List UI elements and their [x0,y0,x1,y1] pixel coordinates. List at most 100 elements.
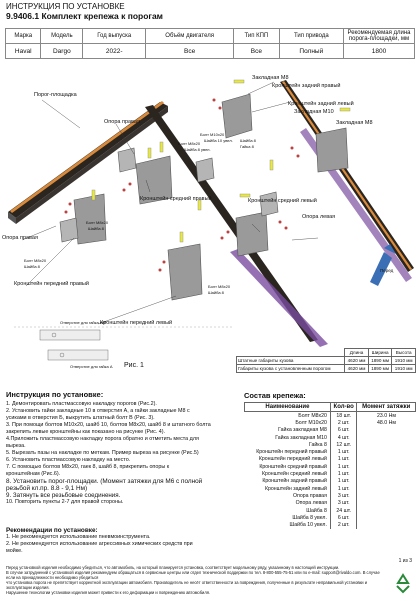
spec-val-brand: Haval [4,43,42,59]
assembly-drawing: Порог-площадка Закладная М8 Кронштейн за… [0,72,420,382]
step-8b: резьбой кл.пр. 8.8 - 9,1 Нм) [6,485,88,492]
part-qty: 1 шт. [329,448,358,456]
label-washer10: Шайба 10 увел. [204,138,233,143]
rec-2b: мойке. [6,548,23,554]
recommendations: Рекомендации по установке: 1. Не рекомен… [6,527,236,555]
figure-caption: Рис. 1 [124,362,144,369]
parts-table: Наименование Кол-во Момент затяжки Болт … [244,402,416,529]
doc-type: ИНСТРУКЦИЯ ПО УСТАНОВКЕ [6,2,125,11]
footer-line-4: Нарушение технологии установки изделия м… [6,590,211,595]
step-4: 4.Приложить пластмассовую накладку порог… [6,436,199,442]
dims-row1-width: 1890 мм [367,356,393,365]
part-name: Кронштейн передний правый [256,449,327,456]
label-kron-zad-lev: Кронштейн задний левый [288,101,354,107]
dims-row2-width: 1890 мм [367,364,393,373]
page-number: 1 из 3 [398,558,412,564]
bracket-rear-right [221,93,253,139]
part-name: Опора левая [295,500,327,507]
dims-row2-height: 1910 мм [391,364,416,373]
instructions-title: Инструкция по установке: [6,390,104,399]
footer-line-3: что установка порога не препятствует кор… [6,580,368,590]
label-kron-per-prav: Кронштейн передний правый [14,281,89,287]
part-name: Кронштейн передний левый [258,456,327,463]
spec-val-engine: Все [145,43,235,59]
dims-table: Длина Ширина Высота Штатные габариты куз… [235,348,416,373]
part-qty: 18 шт. [329,411,358,420]
spec-col-gearbox: Тип КПП [233,28,280,44]
part-qty: 12 шт. [329,441,358,449]
parts-h-name: Наименование [244,402,331,412]
doc-title: 9.9406.1 Комплект крепежа к порогам [6,11,163,21]
bracket-front-right [73,193,107,245]
part-qty: 1 шт. [329,463,358,471]
spec-col-length: Рекомендуемая длина порога-площадки, мм [343,28,415,44]
step-8: 8. Установить порог-площадки. (Момент за… [6,478,203,485]
step-4b: выреза. [6,443,26,449]
label-zakl-m8-2: Закладная М8 [336,120,373,126]
arrow-label: Перед [380,268,394,273]
bracket-mid-right [135,155,173,205]
label-zakl-m8: Закладная М8 [252,75,289,81]
parts-title: Состав крепежа: [244,391,306,400]
part-qty: 1 шт. [329,477,358,485]
parts-h-torque: Момент затяжки [356,402,416,412]
dims-row1-length: 4620 мм [344,356,369,365]
footer-disclaimer: Перед установкой изделия необходимо убед… [6,565,384,595]
part-qty: 4 шт. [329,433,358,442]
label-kron-per-lev: Кронштейн передний левый [100,320,173,326]
spec-val-year: 2022- [82,43,147,59]
part-qty: 2 шт. [329,419,358,427]
rec-1: 1. Не рекомендуется использование пневмо… [6,534,151,540]
dims-row1-height: 1910 мм [391,356,416,365]
table-row: Шайба 8 увел.6 шт. [245,514,416,522]
step-3b: закрепить левые кронштейны как показано … [6,429,166,435]
front-arrow-icon [370,244,396,286]
part-qty: 6 шт. [329,426,358,434]
part-name: Шайба 8 [306,507,327,514]
label-hole-a: Отверстие для гайка А [70,364,113,369]
part-qty: 6 шт. [329,514,358,522]
spec-col-year: Год выпуска [82,28,147,44]
step-1: 1. Демонтировать пластмассовую накладку … [6,401,157,407]
label-washer8-c: Шайба 8 [24,264,40,269]
part-name: Шайба 8 увел. [292,514,327,521]
label-bolt-m8-d: Болт М8х20 [208,284,231,289]
step-6: 6. Установить пластмассовую накладку на … [6,457,131,463]
table-row: Шайба 10 увел.2 шт. [245,521,416,529]
label-washer8-d: Шайба 8 [208,290,224,295]
part-name: Кронштейн задний левый [264,485,327,492]
label-washer8-a: Шайба 8 [240,138,256,143]
step-10: 10. Повторить пункты 2-7 для правой стор… [6,499,124,505]
part-qty: 3 шт. [329,499,358,507]
spec-col-engine: Объём двигателя [145,28,235,44]
step-2: 2. Установить гайки закладные 10 в отвер… [6,408,190,414]
spec-val-gearbox: Все [233,43,280,59]
label-washer-big-a: Шайба 8 увел. [184,147,211,152]
spec-val-model: Dargo [40,43,84,59]
spec-val-length: 1800 [343,43,415,59]
label-hole-gif: Отверстие для гайка GIF [60,320,107,325]
recycle-icon [396,573,410,594]
step-7: 7. С помощью болтов М8х20, гаек 8, шайб … [6,464,170,470]
recommendations-title: Рекомендации по установке: [6,527,98,534]
running-board-left [8,101,168,224]
part-name: Гайка 8 [308,441,327,448]
spec-col-brand: Марка [4,28,42,44]
bracket-mid-left [235,211,269,257]
dims-h-width: Ширина [367,348,393,357]
label-kron-sred-lev: Кронштейн средний левый [248,198,317,204]
part-qty: 3 шт. [329,492,358,500]
dims-row2-length: 4620 мм [344,364,369,373]
parts-h-qty: Кол-во [329,402,358,412]
label-opora-lev: Опора левая [302,214,336,220]
part-qty: 1 шт. [329,470,358,478]
footer-line-1: Перед установкой изделия необходимо убед… [6,565,340,570]
